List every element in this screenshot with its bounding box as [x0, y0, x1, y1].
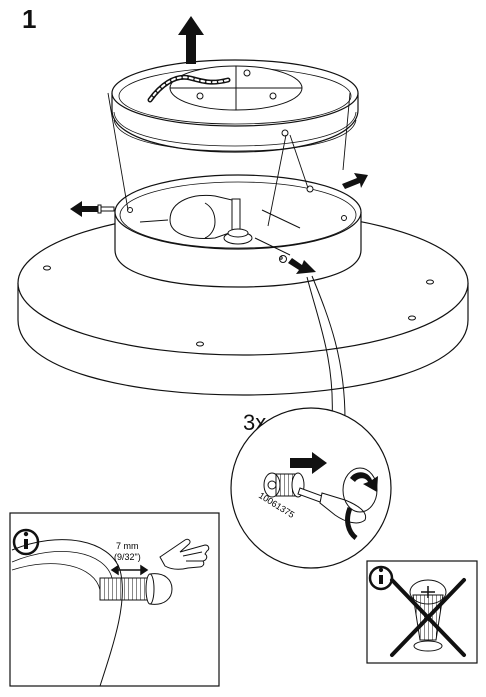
- info-screw: [99, 573, 173, 605]
- detail-leader: [306, 275, 346, 421]
- detail-magnifier: [230, 407, 392, 569]
- rotate-arc-icon: [345, 507, 358, 540]
- forbidden-screw: [409, 579, 447, 652]
- left-arrow-icon: [70, 201, 100, 217]
- no-power-screwdriver-panel: [366, 560, 478, 664]
- lid-hub: [169, 65, 303, 137]
- loose-screw-left: [97, 204, 115, 214]
- cross-icon: [390, 578, 466, 657]
- info-icon-small: [368, 565, 394, 591]
- push-arrow-icon: [290, 452, 327, 474]
- rotate-counterclockwise-icon: [350, 472, 378, 492]
- dimension-arrow: [110, 564, 149, 576]
- pointing-hand-icon: [159, 538, 210, 570]
- info-icon: [12, 528, 40, 556]
- up-arrow-icon: [178, 16, 204, 64]
- base-disc-holes: [43, 265, 434, 347]
- detail-screw: [263, 472, 305, 498]
- right-arrow-icon: [342, 173, 368, 189]
- down-right-arrow-icon: [288, 258, 316, 274]
- housing-screw-points: [127, 185, 347, 263]
- screw-length-inch: (9/32"): [114, 552, 141, 562]
- lamp-lid: [111, 59, 359, 153]
- screw-length-info-panel: 7 mm (9/32"): [9, 512, 220, 687]
- step-number: 1: [22, 4, 37, 34]
- housing-hub: [139, 194, 301, 256]
- screw-length-mm: 7 mm: [116, 541, 139, 551]
- guide-lines: [107, 92, 351, 227]
